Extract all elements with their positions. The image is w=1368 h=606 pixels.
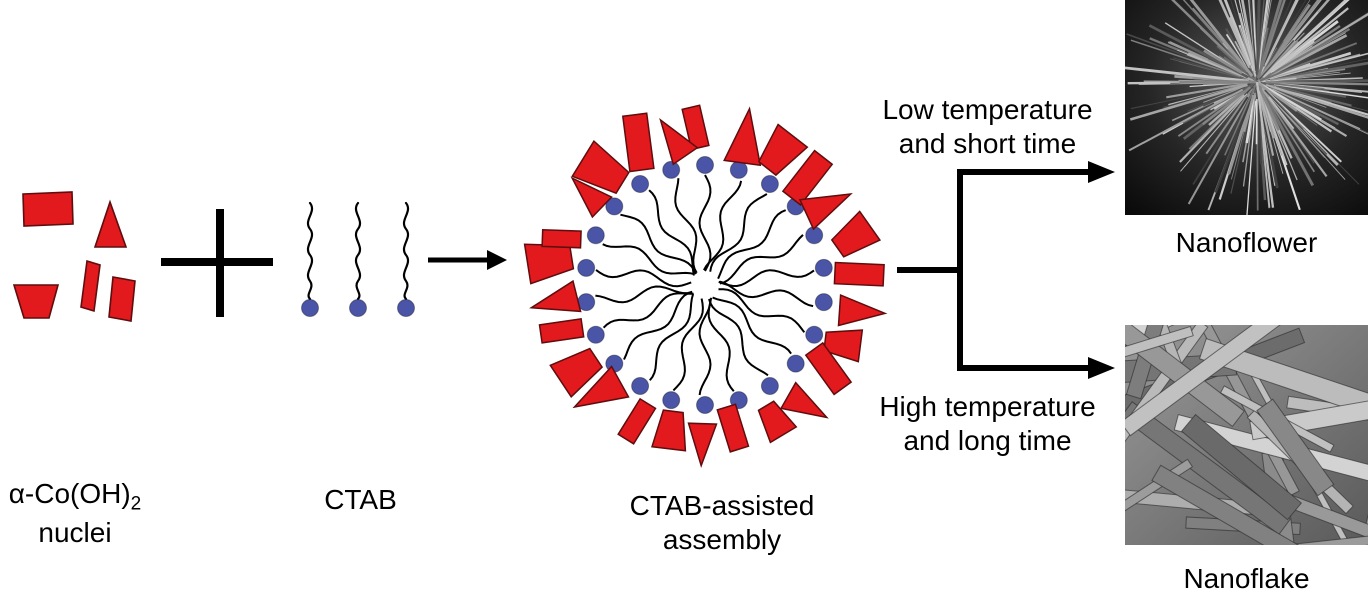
micelle-tail: [719, 280, 814, 308]
nucleus-shape: [93, 199, 128, 248]
micelle-tail: [718, 269, 815, 288]
micelle-assembly-illustration: [523, 104, 888, 468]
micelle-head-icon: [760, 175, 779, 193]
micelle-tail: [707, 297, 735, 392]
micelle-head-icon: [586, 325, 605, 344]
micelle-nucleus-shape: [716, 403, 750, 453]
micelle-nucleus-shape: [659, 117, 699, 166]
micelle-tail: [595, 285, 693, 304]
micelle-nucleus-shape: [837, 294, 888, 327]
micelle-head-icon: [814, 293, 833, 312]
micelle-head-icon: [696, 156, 714, 174]
nuclei-word-line: nuclei: [38, 517, 112, 549]
low-temp-condition-label: Low temperature and short time: [882, 94, 1093, 159]
micelle-tail: [648, 189, 695, 276]
micelle-tail: [649, 293, 695, 381]
micelle-head-icon: [662, 391, 681, 410]
micelle-nucleus-shape: [549, 347, 604, 398]
micelle-head-icon: [696, 396, 714, 414]
arrowhead-bottom: [1088, 357, 1115, 379]
micelle-head-icon: [605, 197, 624, 216]
micelle-nucleus-shape: [570, 176, 613, 219]
micelle-head-icon: [729, 160, 748, 179]
nucleus-shape: [22, 191, 74, 227]
branch-arrows: [897, 161, 1115, 379]
nucleus-shape: [108, 276, 136, 322]
right-arrow-icon: [428, 250, 507, 270]
micelle-nucleus-shape: [621, 112, 655, 173]
micelle-head-icon: [786, 354, 805, 373]
micelle-head-icon: [814, 258, 833, 277]
plus-sign: [161, 209, 273, 317]
micelle-nucleus-shape: [833, 261, 885, 287]
micelle-nucleus-shape: [681, 104, 710, 151]
micelle-tail: [674, 178, 698, 274]
micelle-tail: [602, 292, 694, 329]
micelle-head-icon: [631, 377, 650, 395]
micelle-tail: [623, 290, 693, 360]
assembly-label: CTAB-assisted assembly: [629, 490, 815, 555]
nanoflower-sem-image: [1125, 0, 1368, 215]
micelle-nucleus-shape: [830, 210, 882, 258]
micelle-tail: [712, 296, 792, 355]
nanoflake-sem-image: [1125, 325, 1368, 545]
ctab-head-icon: [349, 299, 367, 317]
micelle-head-icon: [662, 160, 681, 179]
micelle-tail: [595, 269, 692, 288]
ctab-molecule: [349, 201, 367, 317]
ctab-molecules-illustration: [301, 201, 415, 317]
micelle-nucleus-shape: [779, 381, 829, 419]
nucleus-shape: [12, 284, 60, 319]
micelle-nucleus-shape: [617, 397, 657, 445]
micelle-tail: [718, 288, 806, 333]
ctab-label: CTAB: [324, 484, 397, 515]
micelle-nucleus-shape: [523, 243, 575, 285]
ctab-molecule: [397, 201, 415, 317]
nuclei-formula-line: α-Co(OH)2: [8, 478, 142, 515]
micelle-tail: [620, 213, 697, 275]
micelle-nucleus-shape: [572, 365, 630, 409]
micelle-tail: [709, 193, 768, 272]
micelle-tail: [602, 243, 695, 276]
nanoflower-label: Nanoflower: [1175, 227, 1318, 258]
micelle-nucleus-shape: [541, 229, 582, 249]
micelle-head-icon: [631, 175, 650, 193]
micelle-head-icon: [760, 377, 779, 395]
micelle-tail: [698, 298, 712, 396]
micelle-nucleus-shape: [757, 123, 809, 177]
micelle-nucleus-shape: [781, 149, 834, 206]
micelle-nucleus-shape: [723, 106, 762, 167]
micelle-nucleus-shape: [804, 341, 853, 396]
nucleus-shape: [80, 259, 101, 313]
nuclei-label: α-Co(OH)2 nuclei: [0, 477, 150, 550]
micelle-tail: [672, 298, 704, 392]
micelle-tail: [703, 180, 743, 271]
micelle-nucleus-shape: [798, 193, 853, 231]
micelle-tail: [719, 234, 804, 285]
ctab-head-icon: [397, 299, 415, 317]
micelle-nucleus-shape: [687, 422, 718, 468]
micelle-head-icon: [577, 258, 596, 277]
nanoflake-label: Nanoflake: [1183, 563, 1310, 594]
micelle-nucleus-shape: [538, 318, 585, 344]
micelle-nucleus-shape: [651, 409, 687, 452]
micelle-head-icon: [805, 325, 824, 344]
ctab-head-icon: [301, 299, 319, 317]
micelle-nucleus-shape: [529, 279, 582, 313]
high-temp-condition-label: High temperature and long time: [879, 391, 1096, 456]
micelle-tail: [708, 298, 769, 377]
ctab-molecule: [301, 201, 319, 317]
nuclei-shapes-illustration: [12, 191, 136, 322]
micelle-head-icon: [586, 226, 605, 245]
micelle-tail: [717, 209, 787, 280]
micelle-nucleus-shape: [757, 400, 798, 444]
micelle-tail: [698, 174, 712, 272]
micelle-nucleus-shape: [571, 139, 630, 195]
arrowhead-top: [1088, 161, 1115, 183]
